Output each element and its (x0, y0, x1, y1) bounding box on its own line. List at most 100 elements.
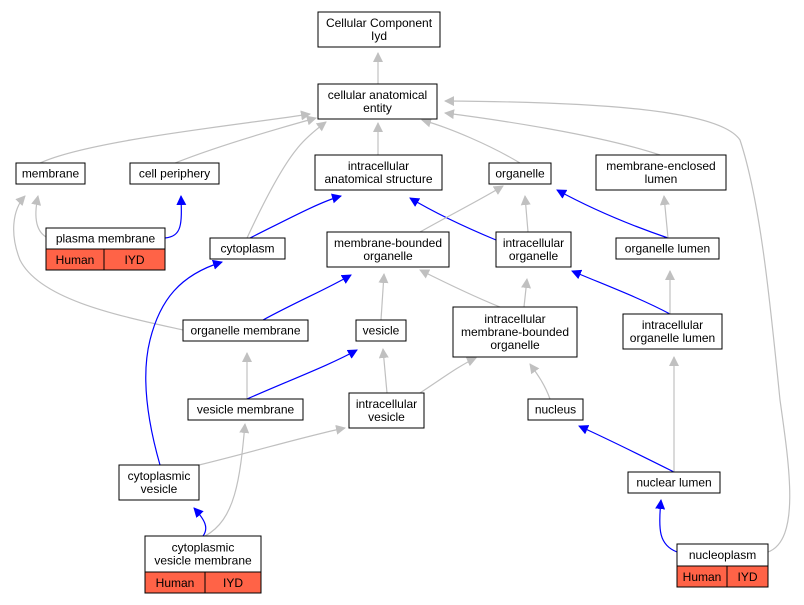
edge-intracellular-organelle-lumen-to-intracellular-organelle (571, 269, 671, 315)
node-vesicle-membrane[interactable]: vesicle membrane (187, 398, 304, 421)
edge-vesicle-membrane-to-vesicle (246, 349, 358, 400)
node-label: intracellular (642, 318, 703, 332)
node-label: vesicle membrane (154, 554, 252, 568)
node-box (144, 535, 262, 573)
edge-organelle-lumen-to-membrane-enclosed-lumen (659, 195, 670, 239)
edge-cell-periphery-to-cellular-anatomical-entity (174, 115, 317, 164)
node-label: vesicle (368, 410, 405, 424)
node-box (326, 231, 450, 268)
node-label: organelle (490, 338, 540, 352)
edge-organelle-membrane-to-membrane-bounded-organelle (262, 274, 352, 321)
edge-intracellular-organelle-to-intracellular-anatomical-structure (409, 197, 497, 241)
edge-cytoplasmic-vesicle-to-intracellular-vesicle (198, 424, 346, 466)
tag-label-iyd: IYD (223, 576, 243, 590)
edge-cytoplasm-to-cellular-anatomical-entity (246, 121, 327, 239)
edge-intracellular-membrane-bounded-organelle-to-intracellular-organelle (521, 278, 532, 308)
node-box (452, 306, 578, 358)
tag-box (726, 565, 769, 588)
tag-label-iyd: IYD (737, 570, 757, 584)
node-box (627, 471, 721, 494)
node-label: lumen (645, 172, 678, 186)
node-label: intracellular (356, 397, 417, 411)
node-box (317, 11, 441, 48)
node-box (187, 398, 304, 421)
node-organelle-lumen[interactable]: organelle lumen (615, 237, 720, 260)
node-box (314, 154, 443, 191)
node-cytoplasm[interactable]: cytoplasm (209, 237, 286, 260)
edge-organelle-membrane-to-membrane (13, 195, 184, 331)
node-label: nucleoplasm (689, 548, 756, 562)
node-label: membrane-bounded (334, 236, 442, 250)
tag-label-human: Human (683, 570, 722, 584)
node-label: membrane-bounded (461, 325, 569, 339)
edge-nucleoplasm-to-cellular-anatomical-entity (444, 96, 791, 553)
node-vesicle[interactable]: vesicle (355, 319, 407, 342)
node-nucleus[interactable]: nucleus (527, 398, 584, 421)
node-box (317, 83, 438, 120)
tag-label-human: Human (156, 576, 195, 590)
node-box (129, 162, 220, 185)
node-label: plasma membrane (56, 232, 156, 246)
node-label: intracellular (503, 236, 564, 250)
node-label: organelle lumen (625, 242, 710, 256)
node-organelle[interactable]: organelle (488, 162, 552, 185)
node-label: vesicle (141, 482, 178, 496)
node-label: cytoplasmic (128, 469, 191, 483)
node-label: organelle (495, 167, 545, 181)
edge-nucleoplasm-to-nuclear-lumen (655, 499, 678, 553)
edge-vesicle-to-membrane-bounded-organelle (378, 273, 389, 321)
edge-cytoplasm-to-intracellular-anatomical-structure (249, 193, 342, 239)
node-label: membrane (22, 167, 80, 181)
node-label: organelle lumen (630, 331, 715, 345)
edge-membrane-bounded-organelle-to-organelle (419, 185, 504, 233)
edge-cytoplasmic-vesicle-to-cytoplasm (145, 259, 223, 466)
node-label: membrane-enclosed (606, 159, 715, 173)
node-box (527, 398, 584, 421)
node-organelle-membrane[interactable]: organelle membrane (182, 319, 309, 342)
edge-organelle-to-cellular-anatomical-entity (421, 117, 521, 164)
node-label: cytoplasm (220, 242, 274, 256)
node-box (15, 162, 86, 185)
edges-layer (13, 52, 791, 553)
node-label: organelle (509, 249, 559, 263)
node-box (118, 464, 200, 501)
node-label: vesicle membrane (197, 403, 295, 417)
edge-organelle-lumen-to-organelle (556, 189, 669, 239)
edge-intracellular-vesicle-to-vesicle (378, 348, 389, 394)
node-label: organelle membrane (190, 324, 300, 338)
node-box (209, 237, 286, 260)
edge-membrane-enclosed-lumen-to-cellular-anatomical-entity (444, 109, 661, 156)
node-label: anatomical structure (324, 172, 432, 186)
node-label: nucleus (535, 403, 576, 417)
node-membrane[interactable]: membrane (15, 162, 86, 185)
edge-intracellular-vesicle-to-intracellular-membrane-bounded-organelle (419, 357, 477, 394)
node-cell-periphery[interactable]: cell periphery (129, 162, 220, 185)
edge-nucleus-to-intracellular-membrane-bounded-organelle (529, 363, 551, 400)
edge-cytoplasmic-vesicle-membrane-to-cytoplasmic-vesicle (193, 507, 207, 537)
node-label: organelle (363, 249, 413, 263)
node-box (348, 392, 425, 429)
tag-box (204, 571, 262, 594)
edge-membrane-to-cellular-anatomical-entity (39, 110, 311, 164)
node-box (595, 154, 727, 191)
node-label: cell periphery (139, 167, 210, 181)
node-box (495, 231, 572, 268)
node-box (615, 237, 720, 260)
node-nuclear-lumen[interactable]: nuclear lumen (627, 471, 721, 494)
node-label: Iyd (371, 29, 387, 43)
